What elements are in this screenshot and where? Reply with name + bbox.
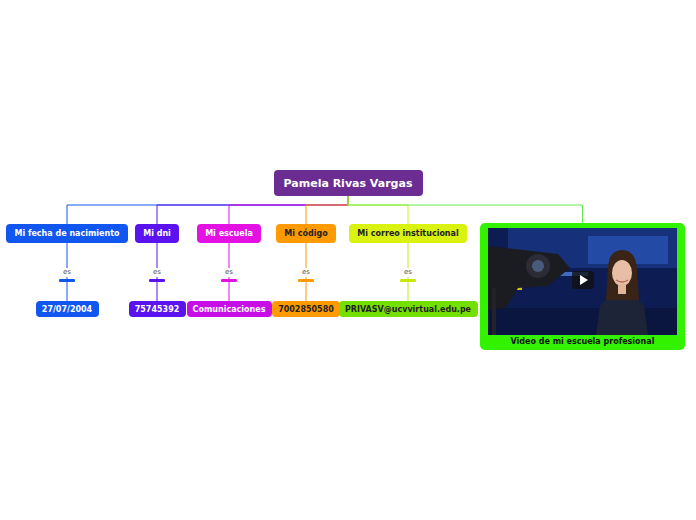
value-box: PRIVASV@ucvvirtual.edu.pe xyxy=(339,301,478,317)
node-text: Mi escuela xyxy=(205,229,253,238)
value-box: 27/07/2004 xyxy=(36,301,99,317)
video-box: Video de mi escuela profesional xyxy=(480,223,685,350)
branch-bar xyxy=(400,279,416,282)
edge-label: es xyxy=(402,268,414,277)
root-topic: Pamela Rivas Vargas xyxy=(274,170,423,196)
topic-box: Mi código xyxy=(276,224,336,243)
node-text: Mi dni xyxy=(143,229,171,238)
node-text: Video de mi escuela profesional xyxy=(511,337,655,346)
node-text: Comunicaciones xyxy=(193,305,266,314)
video-thumbnail xyxy=(488,228,677,335)
branch-bar xyxy=(149,279,165,282)
value-box: 75745392 xyxy=(129,301,186,317)
node-text: 27/07/2004 xyxy=(42,305,92,314)
node-text: 7002850580 xyxy=(278,305,334,314)
edge-label: es xyxy=(61,268,73,277)
topic-box: Mi fecha de nacimiento xyxy=(6,224,128,243)
node-text: Pamela Rivas Vargas xyxy=(284,177,413,190)
branch-bar xyxy=(221,279,237,282)
branch-line xyxy=(67,196,348,224)
node-text: 75745392 xyxy=(135,305,180,314)
node-text: Mi fecha de nacimiento xyxy=(14,229,119,238)
topic-box: Mi dni xyxy=(135,224,179,243)
value-box: Comunicaciones xyxy=(187,301,272,317)
edge-label: es xyxy=(151,268,163,277)
node-text: PRIVASV@ucvvirtual.edu.pe xyxy=(345,305,471,314)
topic-box: Mi correo institucional xyxy=(349,224,467,243)
value-box: 7002850580 xyxy=(272,301,340,317)
branch-bar xyxy=(298,279,314,282)
node-text: Mi correo institucional xyxy=(357,229,458,238)
branch-bar xyxy=(59,279,75,282)
node-text: Mi código xyxy=(284,229,327,238)
branch-line xyxy=(306,196,348,224)
edge-label: es xyxy=(300,268,312,277)
branch-line xyxy=(157,196,348,224)
branch-line xyxy=(348,196,408,224)
topic-box: Mi escuela xyxy=(197,224,261,243)
branch-line xyxy=(348,196,583,223)
branch-line xyxy=(229,196,348,224)
edge-label: es xyxy=(223,268,235,277)
